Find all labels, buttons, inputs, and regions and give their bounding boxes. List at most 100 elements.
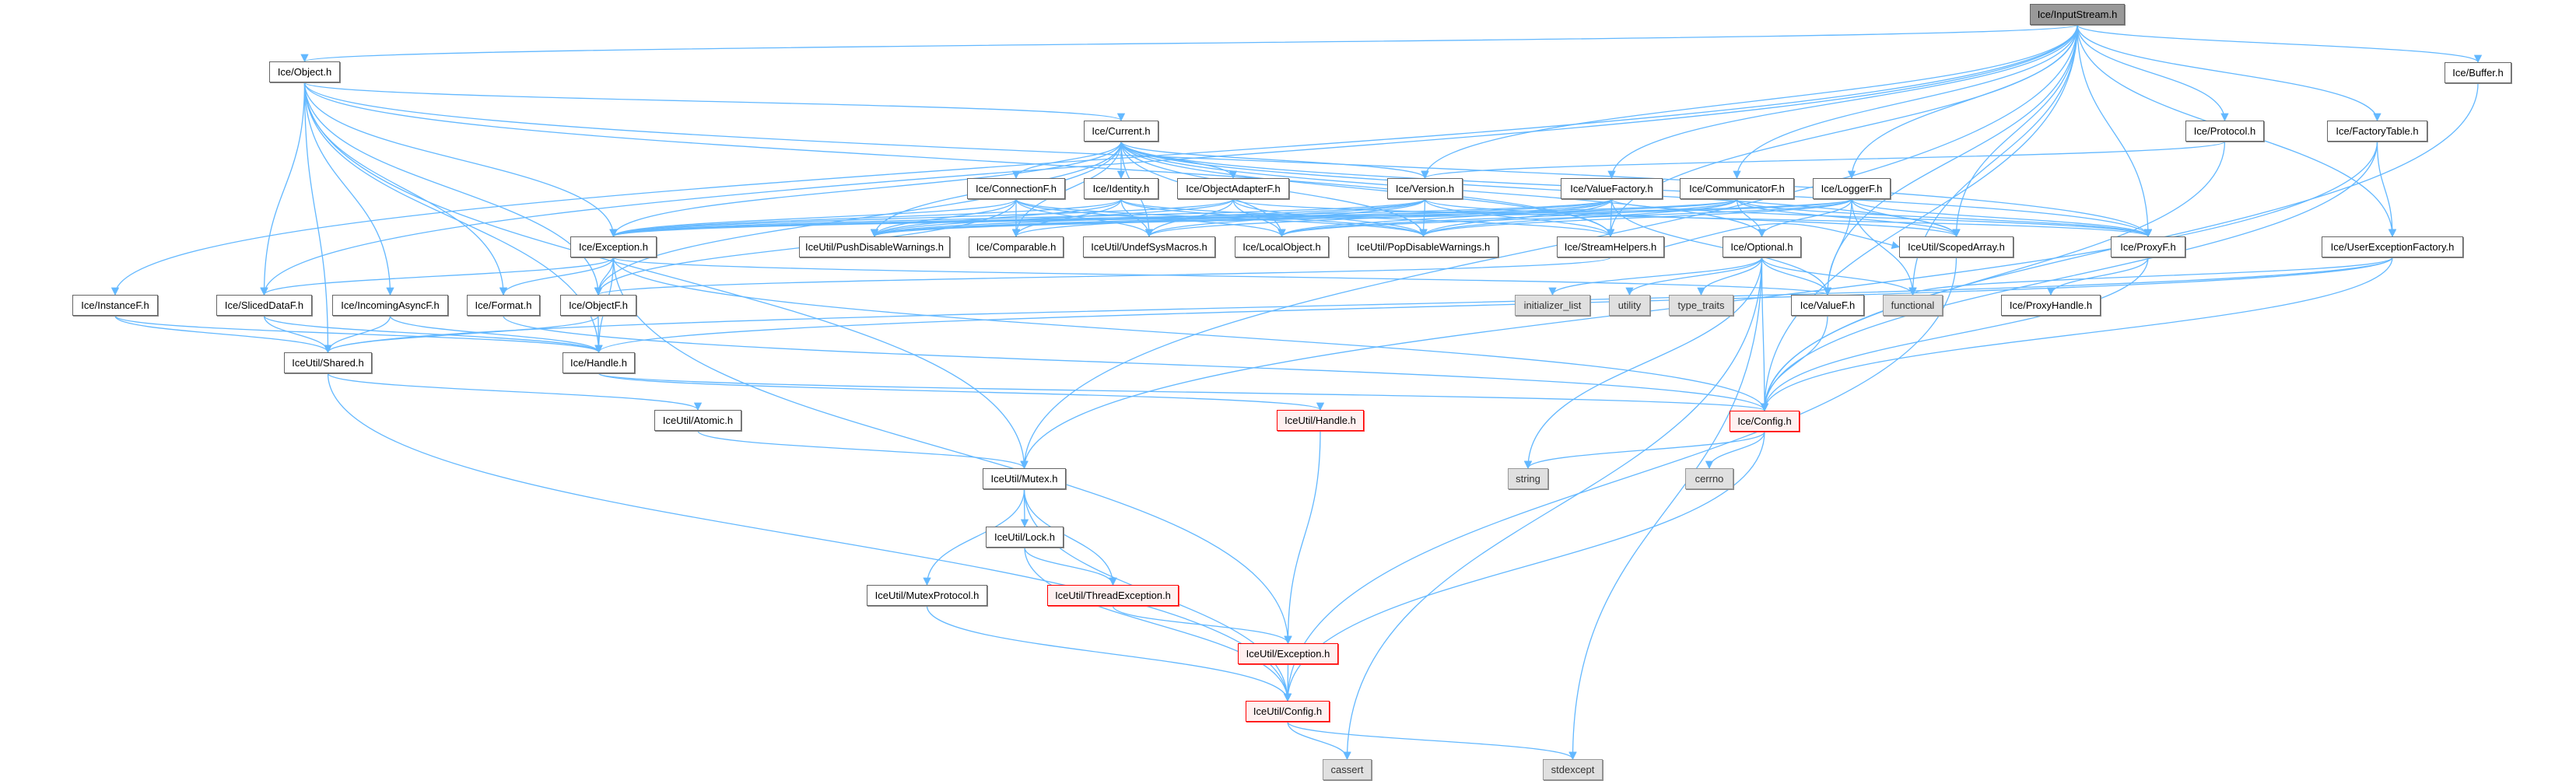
edge-root-to-version <box>1421 24 2078 180</box>
node-instancef[interactable]: Ice/InstanceF.h <box>72 295 158 316</box>
node-sliceddataf[interactable]: Ice/SlicedDataF.h <box>216 295 312 316</box>
node-config[interactable]: Ice/Config.h <box>1730 411 1800 432</box>
node-string: string <box>1508 468 1548 489</box>
edge-communicatorf-to-proxyf <box>1736 198 2152 238</box>
edge-root-to-streamhelpers <box>1606 24 2078 238</box>
node-popdisable[interactable]: IceUtil/PopDisableWarnings.h <box>1348 236 1498 257</box>
edge-sliceddataf-to-shared <box>263 315 332 354</box>
edge-current-to-exception <box>609 141 1122 238</box>
edge-iceutilconfig-to-stdexcept <box>1287 721 1577 761</box>
edge-object-to-objectf <box>303 82 603 296</box>
edge-exception-to-format <box>499 257 615 296</box>
edge-lock-to-iceutilconfig <box>1024 547 1292 702</box>
edge-identity-to-exception <box>609 198 1122 238</box>
node-exception[interactable]: Ice/Exception.h <box>570 236 657 257</box>
node-lock[interactable]: IceUtil/Lock.h <box>986 527 1064 548</box>
edge-root-to-protocol <box>2077 24 2229 122</box>
edge-loggerf-to-popdisable <box>1419 198 1852 238</box>
edge-version-to-scopedarray <box>1424 198 1961 238</box>
node-comparable[interactable]: Ice/Comparable.h <box>969 236 1064 257</box>
edge-mutex-to-threadexception <box>1023 488 1117 586</box>
node-scopedarray[interactable]: IceUtil/ScopedArray.h <box>1899 236 2013 257</box>
edge-factorytable-to-userexcfactory <box>2376 141 2397 238</box>
node-current[interactable]: Ice/Current.h <box>1084 121 1158 142</box>
node-localobject[interactable]: Ice/LocalObject.h <box>1235 236 1329 257</box>
node-loggerf[interactable]: Ice/LoggerF.h <box>1813 178 1891 199</box>
edge-proxyf-to-proxyhandle <box>2046 257 2149 296</box>
node-objectadapterf[interactable]: Ice/ObjectAdapterF.h <box>1177 178 1289 199</box>
node-handle[interactable]: Ice/Handle.h <box>563 352 635 373</box>
edge-exception-to-valuef <box>612 257 1831 296</box>
node-optional[interactable]: Ice/Optional.h <box>1723 236 1801 257</box>
node-incomingasyncf[interactable]: Ice/IncomingAsyncF.h <box>332 295 448 316</box>
node-shared[interactable]: IceUtil/Shared.h <box>284 352 372 373</box>
edge-exception-to-config <box>612 257 1769 412</box>
node-valuefactory[interactable]: Ice/ValueFactory.h <box>1561 178 1663 199</box>
node-userexcfactory[interactable]: Ice/UserExceptionFactory.h <box>2322 236 2463 257</box>
node-version[interactable]: Ice/Version.h <box>1387 178 1463 199</box>
edge-root-to-valuefactory <box>1607 24 2078 180</box>
node-proxyhandle[interactable]: Ice/ProxyHandle.h <box>2001 295 2101 316</box>
edge-object-to-mutex <box>303 82 1029 470</box>
node-iceutilexception[interactable]: IceUtil/Exception.h <box>1238 643 1338 664</box>
node-iceutilhandle[interactable]: IceUtil/Handle.h <box>1277 410 1364 431</box>
edge-shared-to-atomic <box>327 373 703 411</box>
edge-valuefactory-to-proxyf <box>1610 198 2152 238</box>
edge-handle-to-config <box>598 373 1768 412</box>
node-objectf[interactable]: Ice/ObjectF.h <box>560 295 636 316</box>
node-identity[interactable]: Ice/Identity.h <box>1084 178 1158 199</box>
edge-loggerf-to-localobject <box>1277 198 1852 238</box>
edge-connectionf-to-pushdisable <box>870 198 1017 238</box>
edge-root-to-communicatorf <box>1733 24 2078 180</box>
edge-valuefactory-to-localobject <box>1277 198 1613 238</box>
node-streamhelpers[interactable]: Ice/StreamHelpers.h <box>1557 236 1664 257</box>
node-mutex[interactable]: IceUtil/Mutex.h <box>983 468 1066 489</box>
node-valuef[interactable]: Ice/ValueF.h <box>1791 295 1864 316</box>
edge-format-to-config <box>503 315 1768 412</box>
node-object[interactable]: Ice/Object.h <box>269 61 340 82</box>
edge-optional-to-functional <box>1761 257 1917 296</box>
node-factorytable[interactable]: Ice/FactoryTable.h <box>2327 121 2427 142</box>
edge-config-to-string <box>1523 431 1765 470</box>
node-atomic[interactable]: IceUtil/Atomic.h <box>654 410 741 431</box>
edge-loggerf-to-pushdisable <box>871 198 1852 238</box>
edge-object-to-proxyf <box>303 82 2152 238</box>
node-undefsys[interactable]: IceUtil/UndefSysMacros.h <box>1083 236 1215 257</box>
edge-iceutilhandle-to-iceutilexception <box>1284 430 1321 645</box>
edge-optional-to-config <box>1760 257 1769 412</box>
edge-root-to-proxyf <box>2077 24 2153 238</box>
node-iceutilconfig[interactable]: IceUtil/Config.h <box>1246 701 1330 722</box>
edge-identity-to-popdisable <box>1120 198 1428 238</box>
edge-identity-to-comparable <box>1011 198 1122 238</box>
node-connectionf[interactable]: Ice/ConnectionF.h <box>967 178 1065 199</box>
edge-factorytable-to-config <box>1760 141 2378 412</box>
edge-userexcfactory-to-shared <box>324 257 2393 354</box>
edge-userexcfactory-to-config <box>1760 257 2393 412</box>
edge-optional-to-initlist <box>1548 257 1763 296</box>
node-pushdisable[interactable]: IceUtil/PushDisableWarnings.h <box>799 236 950 257</box>
edge-optional-to-utility <box>1625 257 1763 296</box>
edge-object-to-current <box>303 82 1125 122</box>
node-cerrno: cerrno <box>1685 468 1733 489</box>
node-protocol[interactable]: Ice/Protocol.h <box>2185 121 2264 142</box>
edge-handle-to-iceutilhandle <box>598 373 1324 411</box>
node-threadexception[interactable]: IceUtil/ThreadException.h <box>1047 585 1179 606</box>
edge-optional-to-stdexcept <box>1568 257 1763 761</box>
edge-optional-to-valuef <box>1761 257 1832 296</box>
edge-streamhelpers-to-scopedarray <box>1663 222 1901 250</box>
node-format[interactable]: Ice/Format.h <box>467 295 540 316</box>
edge-lock-to-threadexception <box>1024 547 1117 586</box>
node-mutexprotocol[interactable]: IceUtil/MutexProtocol.h <box>867 585 987 606</box>
edge-objectadapterf-to-exception <box>609 198 1234 238</box>
edge-root-to-loggerf <box>1847 24 2078 180</box>
edge-valuef-to-config <box>1760 315 1828 412</box>
node-proxyf[interactable]: Ice/ProxyF.h <box>2111 236 2185 257</box>
node-communicatorf[interactable]: Ice/CommunicatorF.h <box>1680 178 1794 199</box>
edge-communicatorf-to-scopedarray <box>1736 198 1961 238</box>
edge-loggerf-to-valuef <box>1823 198 1852 296</box>
node-buffer[interactable]: Ice/Buffer.h <box>2445 62 2511 83</box>
edge-communicatorf-to-localobject <box>1277 198 1738 238</box>
node-stdexcept: stdexcept <box>1543 759 1603 780</box>
edge-root-to-instancef <box>110 24 2078 296</box>
edge-loggerf-to-optional <box>1758 198 1852 238</box>
